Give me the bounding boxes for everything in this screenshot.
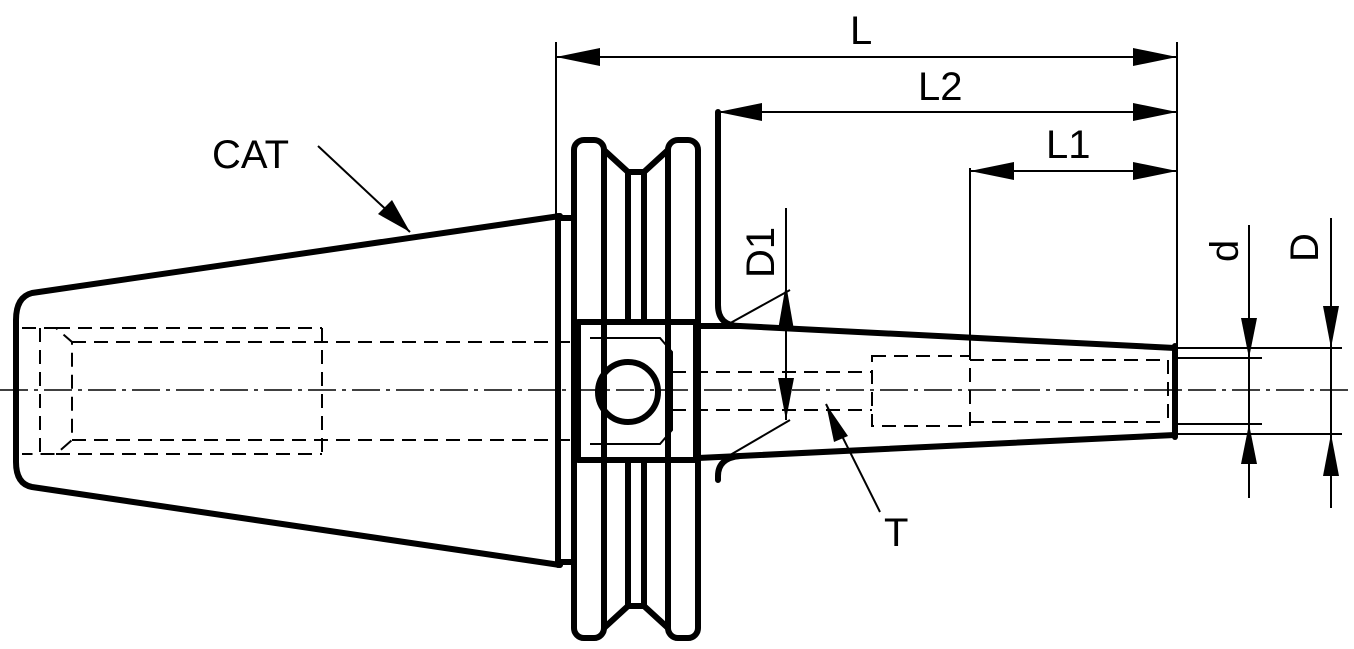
dimension-L1: L1 [969,123,1177,356]
nose-body [695,109,1178,483]
dimension-L2: L2 [718,65,1177,121]
label-L: L [850,9,872,53]
label-D: D [1283,233,1327,262]
leader-CAT: CAT [212,133,411,233]
cross-hole [590,337,673,445]
label-d: d [1203,240,1247,262]
label-L2: L2 [918,65,963,109]
dimension-D: D [1175,218,1342,508]
leader-T: T [825,403,908,555]
v-flange [571,137,701,641]
label-CAT: CAT [212,133,289,177]
pull-stud-bore-hidden [22,327,580,455]
tool-bore-hidden [672,355,1169,427]
label-L1: L1 [1046,123,1091,167]
label-T: T [884,511,908,555]
label-D1: D1 [739,227,783,278]
taper-shank [13,213,575,568]
dimension-L: L [555,9,1178,348]
dimension-D1: D1 [739,208,794,420]
dimension-d: d [1175,225,1262,498]
